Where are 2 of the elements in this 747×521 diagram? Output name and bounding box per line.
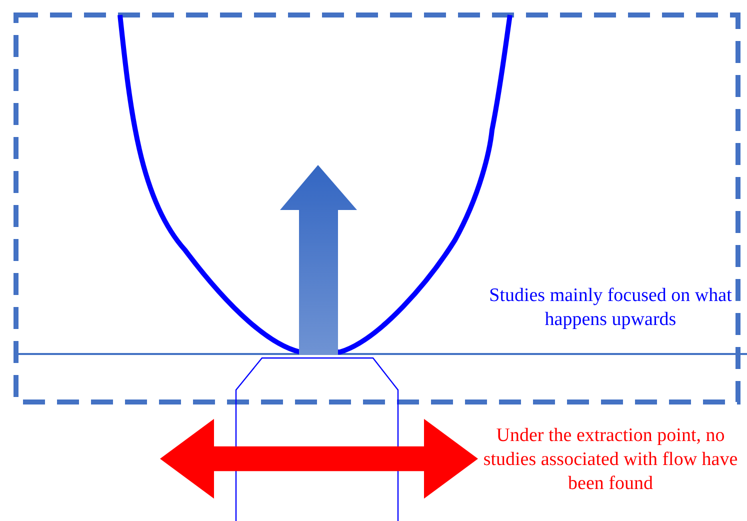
note-text: Under the extraction point, no studies associated with flow have been found <box>482 424 739 496</box>
note-text: Studies mainly focused on what happens upwards <box>488 284 733 332</box>
